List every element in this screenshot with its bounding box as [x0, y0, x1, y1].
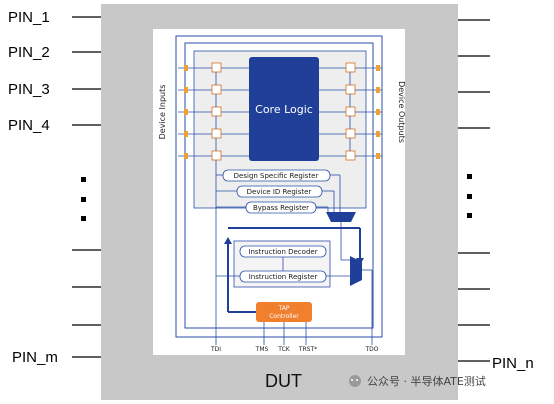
- dut-label: DUT: [265, 371, 302, 391]
- left-pin-lines: [72, 16, 101, 358]
- output-cells: [319, 62, 382, 161]
- input-cells: [178, 62, 249, 161]
- boundary-scan-chain: [184, 42, 374, 329]
- design-specific-register: [222, 169, 331, 182]
- tms-label: TMS: [255, 346, 269, 353]
- tap-controller: [256, 302, 312, 322]
- tdo-wire: [362, 269, 373, 345]
- watermark-text: 公众号 · 半导体ATE测试: [367, 374, 486, 388]
- jtag-signal-lines: [215, 322, 307, 345]
- right-pin-lines: [458, 19, 490, 362]
- tap-controller-label-2: Controller: [269, 313, 299, 320]
- bypass-register: [245, 201, 317, 214]
- instruction-decoder-label: Instruction Decoder: [248, 248, 317, 256]
- boundary-scan-frame: [175, 35, 383, 338]
- register-input-wires: [215, 160, 341, 330]
- device-outputs-label: Device Outputs: [397, 81, 406, 143]
- device-id-register-label: Device ID Register: [247, 188, 312, 196]
- left-ellipsis: [81, 177, 86, 221]
- pin-label-2: PIN_2: [8, 44, 50, 61]
- pin-label-1: PIN_1: [8, 9, 50, 26]
- device-inputs-label: Device Inputs: [158, 85, 167, 140]
- pin-label-n: PIN_n: [492, 355, 534, 372]
- control-arrow-up: [224, 237, 232, 244]
- device-id-register: [236, 185, 323, 198]
- control-bus: [227, 227, 361, 313]
- trst-label: TRST*: [298, 346, 317, 353]
- tck-label: TCK: [277, 346, 291, 353]
- right-ellipsis: [467, 174, 472, 218]
- design-specific-register-label: Design Specific Register: [234, 172, 319, 180]
- bypass-register-label: Bypass Register: [253, 204, 309, 212]
- pin-label-4: PIN_4: [8, 117, 50, 134]
- output-mux: [350, 256, 362, 286]
- watermark: 公众号 · 半导体ATE测试: [349, 374, 486, 388]
- data-register-mux: [326, 212, 356, 222]
- tap-controller-label-1: TAP: [278, 305, 290, 312]
- tdi-label: TDI: [210, 346, 221, 353]
- pin-label-m: PIN_m: [12, 349, 58, 366]
- core-logic-label: Core Logic: [255, 103, 313, 116]
- tdo-label: TDO: [364, 346, 378, 353]
- control-arrow-mux: [356, 258, 364, 265]
- core-logic-block: [249, 57, 319, 161]
- pin-label-3: PIN_3: [8, 81, 50, 98]
- instruction-register-label: Instruction Register: [249, 273, 318, 281]
